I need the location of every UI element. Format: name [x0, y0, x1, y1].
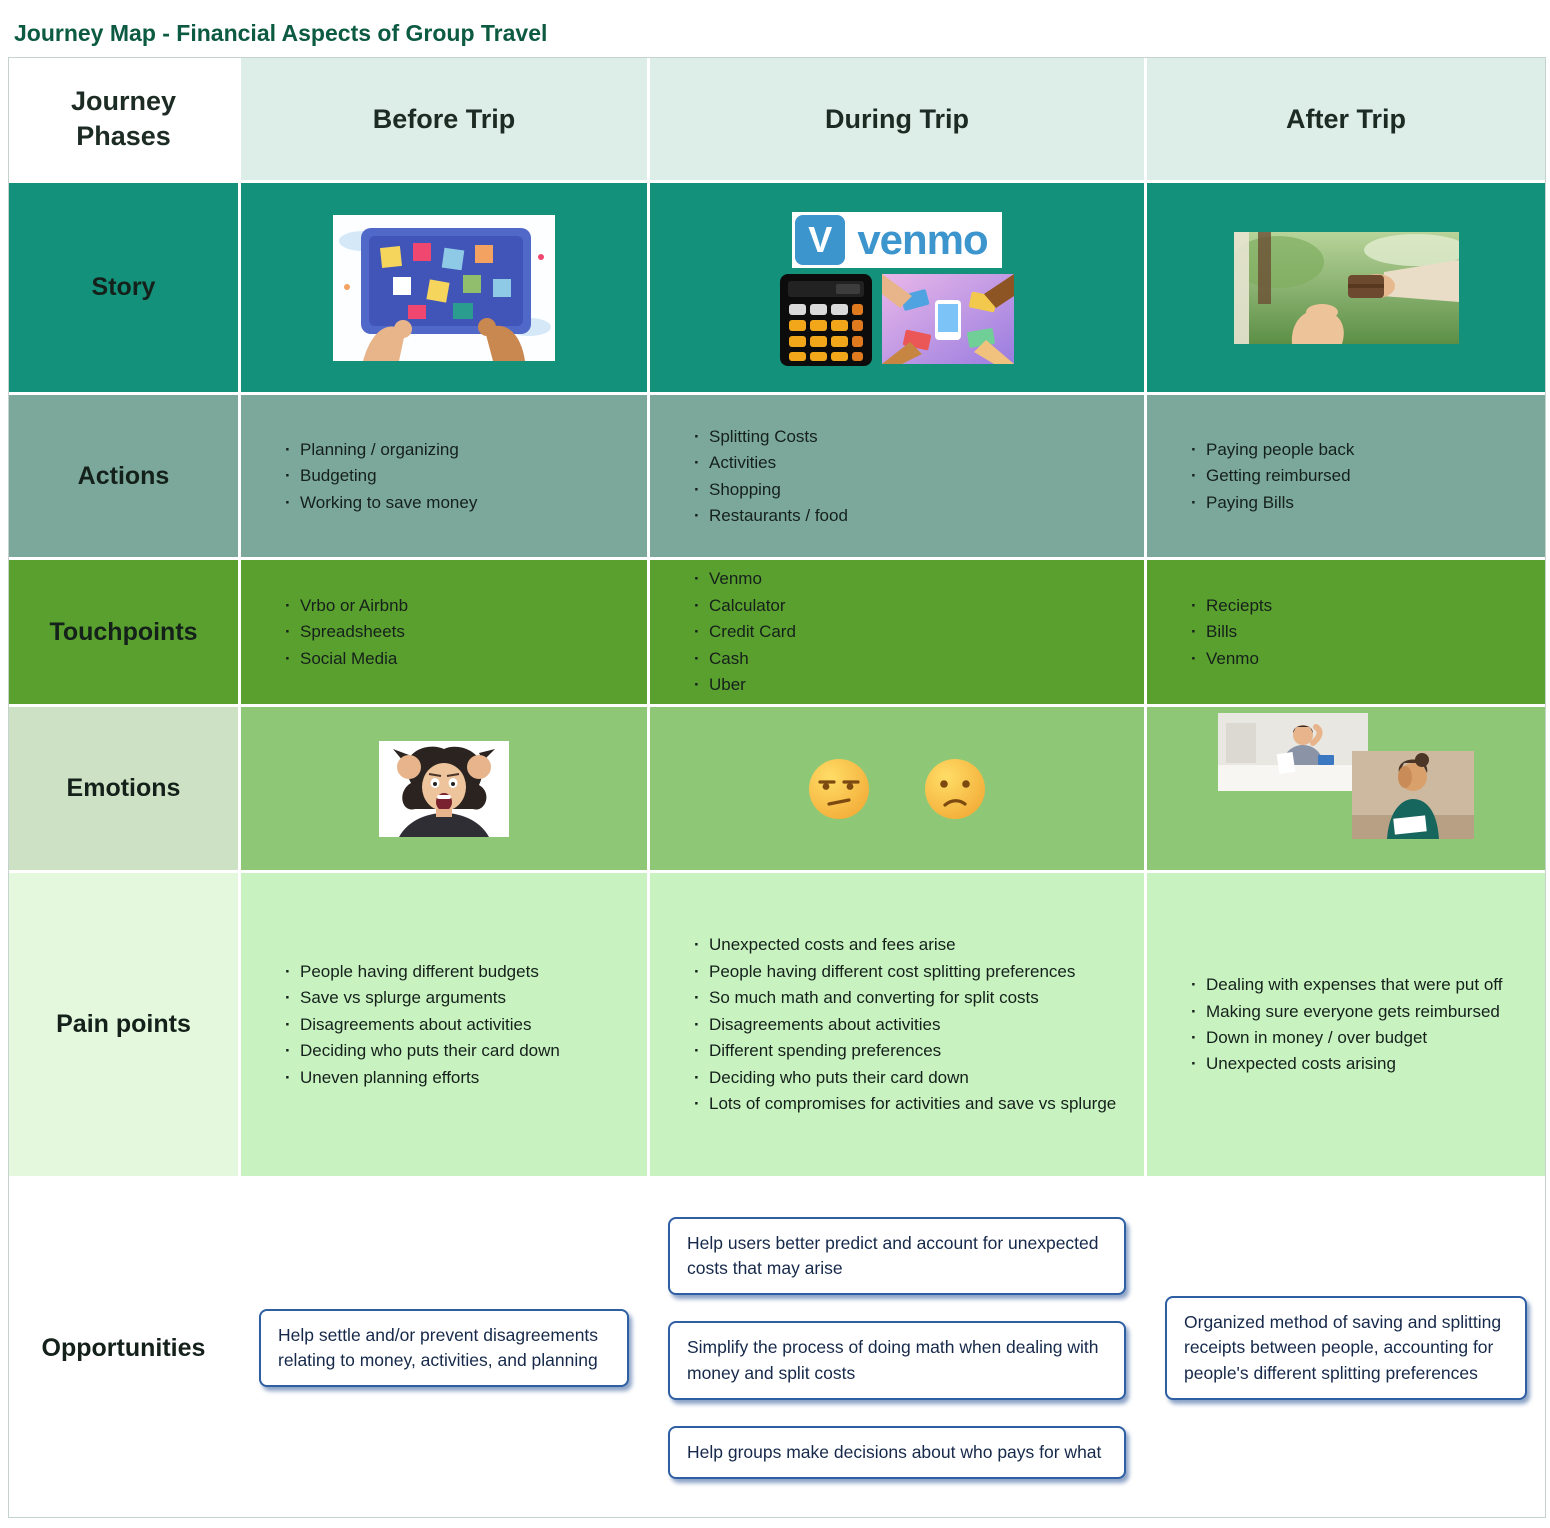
bullet-item: Paying Bills: [1189, 491, 1354, 515]
bullet-item: Paying people back: [1189, 438, 1354, 462]
bullet-item: Uneven planning efforts: [283, 1066, 560, 1090]
woman-facepalm-photo: [1352, 751, 1474, 839]
bullet-item: Making sure everyone gets reimbursed: [1189, 1000, 1502, 1024]
bullet-item: Disagreements about activities: [283, 1013, 560, 1037]
venmo-wordmark: venmo: [857, 215, 988, 263]
bullet-item: Different spending preferences: [692, 1039, 1116, 1063]
bullet-item: Vrbo or Airbnb: [283, 594, 408, 618]
confused-face-emoji: [925, 758, 985, 819]
calculator-photo: [780, 273, 872, 366]
stressed-woman-photo: [379, 740, 509, 837]
pain-points-after-list: Dealing with expenses that were put offM…: [1189, 970, 1502, 1079]
bullet-item: Disagreements about activities: [692, 1013, 1116, 1037]
bullet-item: Deciding who puts their card down: [283, 1039, 560, 1063]
bullet-item: Venmo: [1189, 647, 1272, 671]
bullet-item: People having different cost splitting p…: [692, 960, 1116, 984]
bullet-item: Credit Card: [692, 620, 796, 644]
pain-points-before-cell: People having different budgetsSave vs s…: [241, 873, 647, 1176]
bullet-item: Calculator: [692, 594, 796, 618]
bullet-item: Down in money / over budget: [1189, 1026, 1502, 1050]
bullet-item: Restaurants / food: [692, 504, 848, 528]
actions-during-list: Splitting CostsActivitiesShoppingRestaur…: [692, 422, 848, 531]
man-reviewing-bill-photo: [1218, 713, 1368, 791]
bullet-item: Unexpected costs and fees arise: [692, 933, 1116, 957]
row-label-touchpoints: Touchpoints: [9, 560, 238, 704]
opportunity-card: Help settle and/or prevent disagreements…: [259, 1308, 629, 1388]
bullet-item: Venmo: [692, 567, 796, 591]
story-after-cell: [1147, 183, 1545, 392]
group-payment-illustration: [882, 273, 1014, 364]
touchpoints-after-list: RecieptsBillsVenmo: [1189, 591, 1272, 673]
opportunities-during-cell: Help users better predict and account fo…: [650, 1179, 1144, 1517]
row-label-story: Story: [9, 183, 238, 392]
bullet-item: Reciepts: [1189, 594, 1272, 618]
bullet-item: Shopping: [692, 478, 848, 502]
actions-after-cell: Paying people backGetting reimbursedPayi…: [1147, 395, 1545, 557]
pain-points-after-cell: Dealing with expenses that were put offM…: [1147, 873, 1545, 1176]
bullet-item: Deciding who puts their card down: [692, 1066, 1116, 1090]
actions-during-cell: Splitting CostsActivitiesShoppingRestaur…: [650, 395, 1144, 557]
bullet-item: Budgeting: [283, 464, 477, 488]
touchpoints-before-list: Vrbo or AirbnbSpreadsheetsSocial Media: [283, 591, 408, 673]
opportunities-before-cell: Help settle and/or prevent disagreements…: [241, 1179, 647, 1517]
page-title: Journey Map - Financial Aspects of Group…: [14, 20, 548, 46]
story-during-media: [780, 273, 1014, 366]
bullet-item: Unexpected costs arising: [1189, 1052, 1502, 1076]
opportunity-card: Simplify the process of doing math when …: [668, 1321, 1126, 1401]
trip-planning-board-illustration: [333, 214, 555, 361]
opportunity-card: Help users better predict and account fo…: [668, 1216, 1126, 1296]
bullet-item: Dealing with expenses that were put off: [1189, 973, 1502, 997]
emotions-before-cell: [241, 707, 647, 870]
row-label-pain-points: Pain points: [9, 873, 238, 1176]
pain-points-during-cell: Unexpected costs and fees arisePeople ha…: [650, 873, 1144, 1176]
actions-after-list: Paying people backGetting reimbursedPayi…: [1189, 435, 1354, 517]
opportunity-card: Organized method of saving and splitting…: [1165, 1295, 1527, 1401]
emotions-during-cell: [650, 707, 1144, 870]
bullet-item: So much math and converting for split co…: [692, 986, 1116, 1010]
bullet-item: Planning / organizing: [283, 438, 477, 462]
column-header-after-trip: After Trip: [1147, 58, 1545, 180]
bullet-item: Save vs splurge arguments: [283, 986, 560, 1010]
bullet-item: People having different budgets: [283, 960, 560, 984]
bullet-item: Lots of compromises for activities and s…: [692, 1092, 1116, 1116]
venmo-icon: V: [795, 214, 846, 265]
touchpoints-during-cell: VenmoCalculatorCredit CardCashUber: [650, 560, 1144, 704]
bullet-item: Spreadsheets: [283, 620, 408, 644]
journey-map-table: Journey Phases Before Trip During Trip A…: [8, 57, 1546, 1518]
emotions-after-cell: [1147, 707, 1545, 870]
column-header-journey-phases: Journey Phases: [9, 58, 238, 180]
touchpoints-after-cell: RecieptsBillsVenmo: [1147, 560, 1545, 704]
bullet-item: Uber: [692, 673, 796, 697]
unamused-face-emoji: [809, 758, 869, 819]
wallet-handover-photo: [1233, 231, 1459, 344]
bullet-item: Social Media: [283, 647, 408, 671]
story-during-cell: V venmo: [650, 183, 1144, 392]
row-label-emotions: Emotions: [9, 707, 238, 870]
opportunities-after-cell: Organized method of saving and splitting…: [1147, 1179, 1545, 1517]
emotions-after-photos: [1147, 707, 1545, 839]
touchpoints-during-list: VenmoCalculatorCredit CardCashUber: [692, 564, 796, 699]
bullet-item: Getting reimbursed: [1189, 464, 1354, 488]
bullet-item: Bills: [1189, 620, 1272, 644]
column-header-before-trip: Before Trip: [241, 58, 647, 180]
pain-points-before-list: People having different budgetsSave vs s…: [283, 957, 560, 1092]
row-label-actions: Actions: [9, 395, 238, 557]
column-header-during-trip: During Trip: [650, 58, 1144, 180]
opportunity-card: Help groups make decisions about who pay…: [668, 1426, 1126, 1480]
bullet-item: Splitting Costs: [692, 425, 848, 449]
story-before-cell: [241, 183, 647, 392]
touchpoints-before-cell: Vrbo or AirbnbSpreadsheetsSocial Media: [241, 560, 647, 704]
bullet-item: Activities: [692, 451, 848, 475]
actions-before-cell: Planning / organizingBudgetingWorking to…: [241, 395, 647, 557]
emoji-row: [650, 757, 1144, 821]
actions-before-list: Planning / organizingBudgetingWorking to…: [283, 435, 477, 517]
venmo-logo: V venmo: [792, 211, 1002, 268]
bullet-item: Working to save money: [283, 491, 477, 515]
venmo-letter: V: [808, 218, 833, 260]
pain-points-during-list: Unexpected costs and fees arisePeople ha…: [692, 930, 1116, 1118]
bullet-item: Cash: [692, 647, 796, 671]
row-label-opportunities: Opportunities: [9, 1179, 238, 1517]
